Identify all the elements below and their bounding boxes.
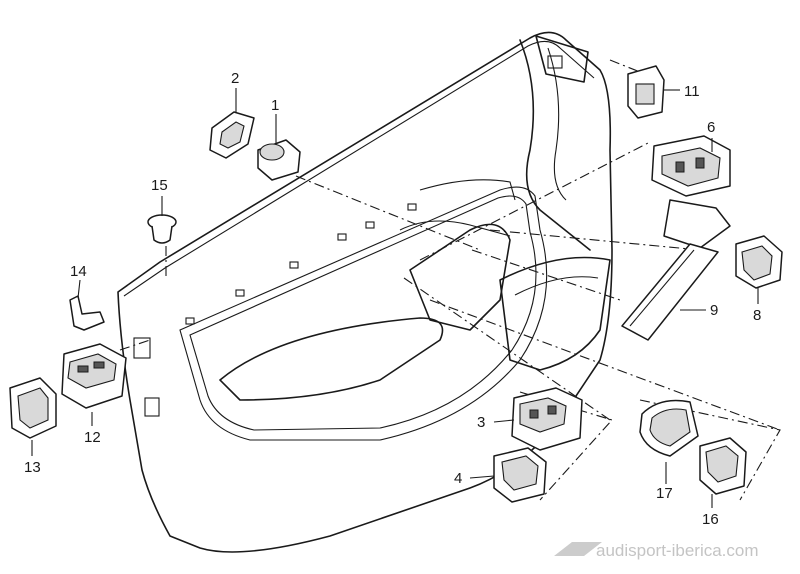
callout-8: 8 [753, 307, 761, 324]
part-15-clip [147, 214, 177, 244]
part-1-mirror-switch-knob [257, 139, 301, 181]
callout-1: 1 [271, 97, 279, 114]
part-8-switch [663, 199, 783, 289]
callout-12: 12 [84, 429, 101, 446]
part-16-switch [699, 437, 747, 495]
assembly-lines [119, 59, 781, 501]
watermark-logo-icon [554, 542, 602, 556]
part-12-window-switch [61, 343, 127, 409]
callout-4: 4 [454, 470, 462, 487]
watermark: audisport-iberica.com [554, 541, 759, 560]
callout-13: 13 [24, 459, 41, 476]
callout-14: 14 [70, 263, 87, 280]
door-trim-panel [117, 31, 613, 553]
leader-lines [31, 88, 759, 508]
callout-11: 11 [684, 83, 700, 100]
callout-9: 9 [710, 302, 718, 319]
callout-16: 16 [702, 511, 719, 528]
callout-17: 17 [656, 485, 673, 502]
part-6-window-switch-block [651, 135, 731, 197]
callout-2: 2 [231, 70, 239, 87]
part-9-trim-strip [621, 243, 719, 341]
part-4-single-switch [493, 447, 547, 503]
part-3-double-switch [511, 387, 583, 451]
part-11-switch [627, 65, 665, 119]
callout-labels: 1 2 15 14 12 13 11 6 8 9 3 4 17 16 [24, 70, 761, 528]
part-2-trim-ring [209, 111, 255, 159]
part-17-switch-bezel [639, 399, 699, 457]
callout-6: 6 [707, 119, 715, 136]
callout-3: 3 [477, 414, 485, 431]
watermark-text: audisport-iberica.com [596, 541, 759, 560]
part-13-switch-bezel [9, 377, 57, 439]
callout-15: 15 [151, 177, 168, 194]
part-14-connector [69, 295, 105, 331]
